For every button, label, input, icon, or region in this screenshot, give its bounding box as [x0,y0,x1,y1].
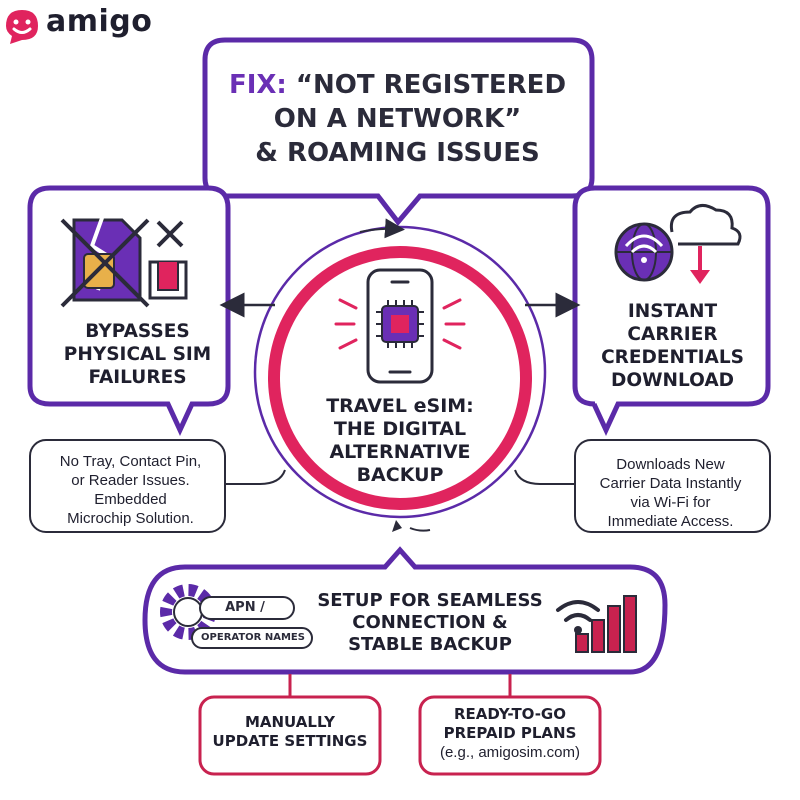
setup-heading-line: STABLE BACKUP [348,634,512,655]
left-note-box [29,439,226,533]
setup-heading-line: SETUP FOR SEAMLESS [317,590,543,611]
center-heading: TRAVEL eSIM: THE DIGITAL ALTERNATIVE BAC… [300,395,500,487]
ready-box [418,695,602,776]
sim-heading-line: PHYSICAL SIM [63,344,212,365]
sim-heading-line: FAILURES [88,367,187,388]
carrier-note-line: Immediate Access. [607,513,734,530]
setup-heading: SETUP FOR SEAMLESS CONNECTION & STABLE B… [300,590,560,656]
sim-failure-heading: BYPASSES PHYSICAL SIM FAILURES [40,320,235,389]
center-heading-line: TRAVEL eSIM: [326,395,474,417]
prepaid-example-link: (e.g., amigosim.com) [439,744,581,761]
carrier-note-line: Carrier Data Instantly [599,475,742,492]
carrier-note-line: Downloads New [616,456,725,473]
title-line-1: “NOT REGISTERED [295,70,567,100]
smiley-chat-icon [6,10,38,44]
operator-names-label: OPERATOR NAMES [201,632,305,643]
title-line-3: & ROAMING ISSUES [255,138,540,168]
center-heading-line: THE DIGITAL [333,418,467,440]
broken-sim-icon [60,217,188,308]
title-bubble [202,37,595,226]
apn-label: APN / [225,600,265,615]
sim-note-line: Embedded [94,491,167,508]
sim-note-line: No Tray, Contact Pin, [59,453,202,470]
manual-line: UPDATE SETTINGS [212,732,368,750]
brand-name: amigo [46,4,153,39]
manual-update-label: MANUALLY UPDATE SETTINGS [205,713,375,751]
carrier-note-line: via Wi-Fi for [630,494,711,511]
carrier-heading-line: INSTANT [627,301,718,322]
title-line-2: ON A NETWORK” [273,104,522,134]
page-title: FIX: “NOT REGISTERED ON A NETWORK” & ROA… [215,68,580,170]
carrier-heading: INSTANT CARRIER CREDENTIALS DOWNLOAD [585,300,760,392]
title-prefix: FIX: [228,70,287,100]
right-note-box [574,439,771,533]
center-heading-line: BACKUP [356,464,444,486]
carrier-heading-line: DOWNLOAD [610,370,734,391]
manual-box [198,695,382,776]
signal-bars-icon [556,595,637,653]
sim-note-line: or Reader Issues. [71,472,190,489]
left-bubble [27,185,231,436]
globe-cloud-download-icon [614,204,742,284]
prepaid-plans-label: READY-TO-GO PREPAID PLANS (e.g., amigosi… [425,705,595,762]
center-heading-line: ALTERNATIVE [329,441,471,463]
carrier-note: Downloads New Carrier Data Instantly via… [578,455,763,531]
sim-note-line: Microchip Solution. [67,510,194,527]
brand-logo: amigo [46,4,152,39]
manual-line: MANUALLY [244,713,336,731]
setup-heading-line: CONNECTION & [352,612,508,633]
carrier-heading-line: CREDENTIALS [601,347,744,368]
carrier-heading-line: CARRIER [627,324,718,345]
sim-note: No Tray, Contact Pin, or Reader Issues. … [38,452,223,528]
ready-line: PREPAID PLANS [443,724,577,742]
phone-chip-icon [334,268,466,384]
sim-heading-line: BYPASSES [85,321,190,342]
ready-line: READY-TO-GO [454,705,566,723]
